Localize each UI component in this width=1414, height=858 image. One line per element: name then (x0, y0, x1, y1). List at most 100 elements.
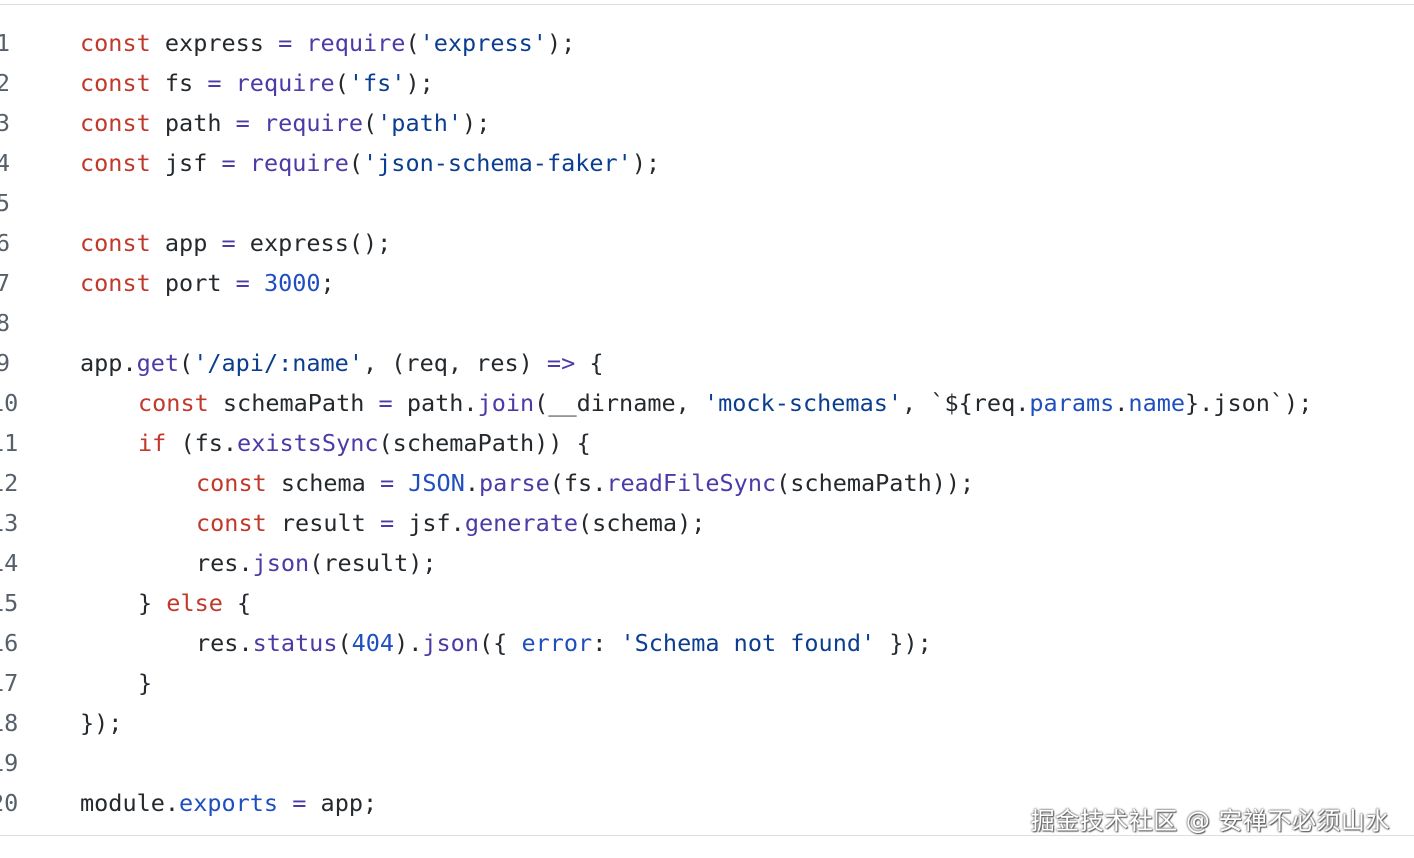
code-token: status (252, 629, 338, 657)
code-token: : (592, 629, 621, 657)
code-token: const (80, 149, 151, 177)
code-token: ); (631, 149, 661, 177)
line-number: 6 (0, 229, 10, 257)
code-line: 7 const port = 3000; (0, 263, 1414, 303)
code-token: jsf. (394, 509, 465, 537)
code-text: const schemaPath = path.join(__dirname, … (138, 383, 1312, 423)
code-line: 19 (0, 743, 1414, 783)
line-number: 12 (0, 469, 19, 497)
code-token: require (306, 29, 406, 57)
code-token: ( (337, 629, 352, 657)
code-line: 11if (fs.existsSync(schemaPath)) { (0, 423, 1414, 463)
code-token: . (464, 469, 479, 497)
code-line: 17} (0, 663, 1414, 703)
code-token: = (379, 509, 395, 537)
line-number: 3 (0, 109, 10, 137)
code-token: express (150, 29, 279, 57)
code-token: const (196, 469, 267, 497)
code-text: } else { (138, 583, 251, 623)
code-token: else (166, 589, 223, 617)
code-token: app (150, 229, 222, 257)
code-token: path (150, 109, 236, 137)
code-text: const result = jsf.generate(schema); (196, 503, 705, 543)
code-token: (__dirname, (534, 389, 704, 417)
code-token: { (575, 349, 604, 377)
code-token: join (477, 389, 535, 417)
line-number: 18 (0, 709, 19, 737)
line-number: 14 (0, 549, 19, 577)
code-token: require (263, 109, 363, 137)
code-token: const (80, 69, 151, 97)
line-number: 15 (0, 589, 19, 617)
code-token: ); (546, 29, 576, 57)
code-token: ( (334, 69, 349, 97)
code-token: port (150, 269, 236, 297)
code-token: const (80, 29, 151, 57)
code-text: res.json(result); (196, 543, 437, 583)
code-token: const (80, 269, 151, 297)
code-token: ({ (478, 629, 522, 657)
code-token: params (1029, 389, 1115, 417)
code-token: app. (80, 349, 137, 377)
code-token: = (278, 29, 293, 57)
code-token: 'json-schema-faker' (363, 149, 632, 177)
code-token: ( (348, 149, 364, 177)
code-token: json (252, 549, 310, 577)
code-line: 5 (0, 183, 1414, 223)
code-text: const port = 3000; (80, 263, 335, 303)
code-token: json (422, 629, 479, 657)
code-token: { (222, 589, 252, 617)
line-number: 10 (0, 389, 19, 417)
code-token: const (196, 509, 267, 537)
code-token: , (req, res) (362, 349, 547, 377)
code-token: }.json`); (1185, 389, 1313, 417)
code-token: name (1128, 389, 1186, 417)
code-token: 'mock-schemas' (703, 389, 903, 417)
code-token (250, 109, 264, 137)
code-token: ( (179, 349, 194, 377)
code-token: ( (363, 109, 378, 137)
code-line: 20module.exports = app; (0, 783, 1414, 823)
line-number: 9 (0, 349, 10, 377)
code-token: ); (462, 109, 491, 137)
code-token: (schemaPath)); (776, 469, 975, 497)
line-number: 13 (0, 509, 19, 537)
code-line: 15 } else { (0, 583, 1414, 623)
code-token: }); (80, 709, 123, 737)
line-number: 7 (0, 269, 10, 297)
code-token: JSON (408, 469, 465, 497)
code-line: 9 app.get('/api/:name', (req, res) => { (0, 343, 1414, 383)
watermark: 掘金技术社区 @ 安禅不必须山水 (1030, 807, 1390, 835)
code-token: ). (394, 629, 423, 657)
code-token: const (138, 389, 209, 417)
code-line: 12const schema = JSON.parse(fs.readFileS… (0, 463, 1414, 503)
code-token: 'path' (377, 109, 463, 137)
code-line: 13 const result = jsf.generate(schema); (0, 503, 1414, 543)
code-text: if (fs.existsSync(schemaPath)) { (138, 423, 591, 463)
code-token: app; (306, 789, 378, 817)
code-token: (schemaPath)) { (378, 429, 591, 457)
line-number: 4 (0, 149, 10, 177)
code-token: jsf (150, 149, 222, 177)
line-number: 5 (0, 189, 10, 217)
code-token: = (221, 149, 236, 177)
code-text: app.get('/api/:name', (req, res) => { (80, 343, 604, 383)
code-token: res. (196, 629, 253, 657)
line-number: 8 (0, 309, 10, 337)
code-token: '/api/:name' (193, 349, 363, 377)
line-number: 16 (0, 629, 19, 657)
code-line: 16res.status(404).json({ error: 'Schema … (0, 623, 1414, 663)
code-text: const path = require('path'); (80, 103, 490, 143)
code-token (236, 149, 250, 177)
code-token: const (80, 229, 151, 257)
code-token: = (379, 469, 395, 497)
line-number: 19 (0, 749, 19, 777)
code-token: (result); (309, 549, 437, 577)
code-token: fs (150, 69, 208, 97)
code-token: existsSync (237, 429, 379, 457)
